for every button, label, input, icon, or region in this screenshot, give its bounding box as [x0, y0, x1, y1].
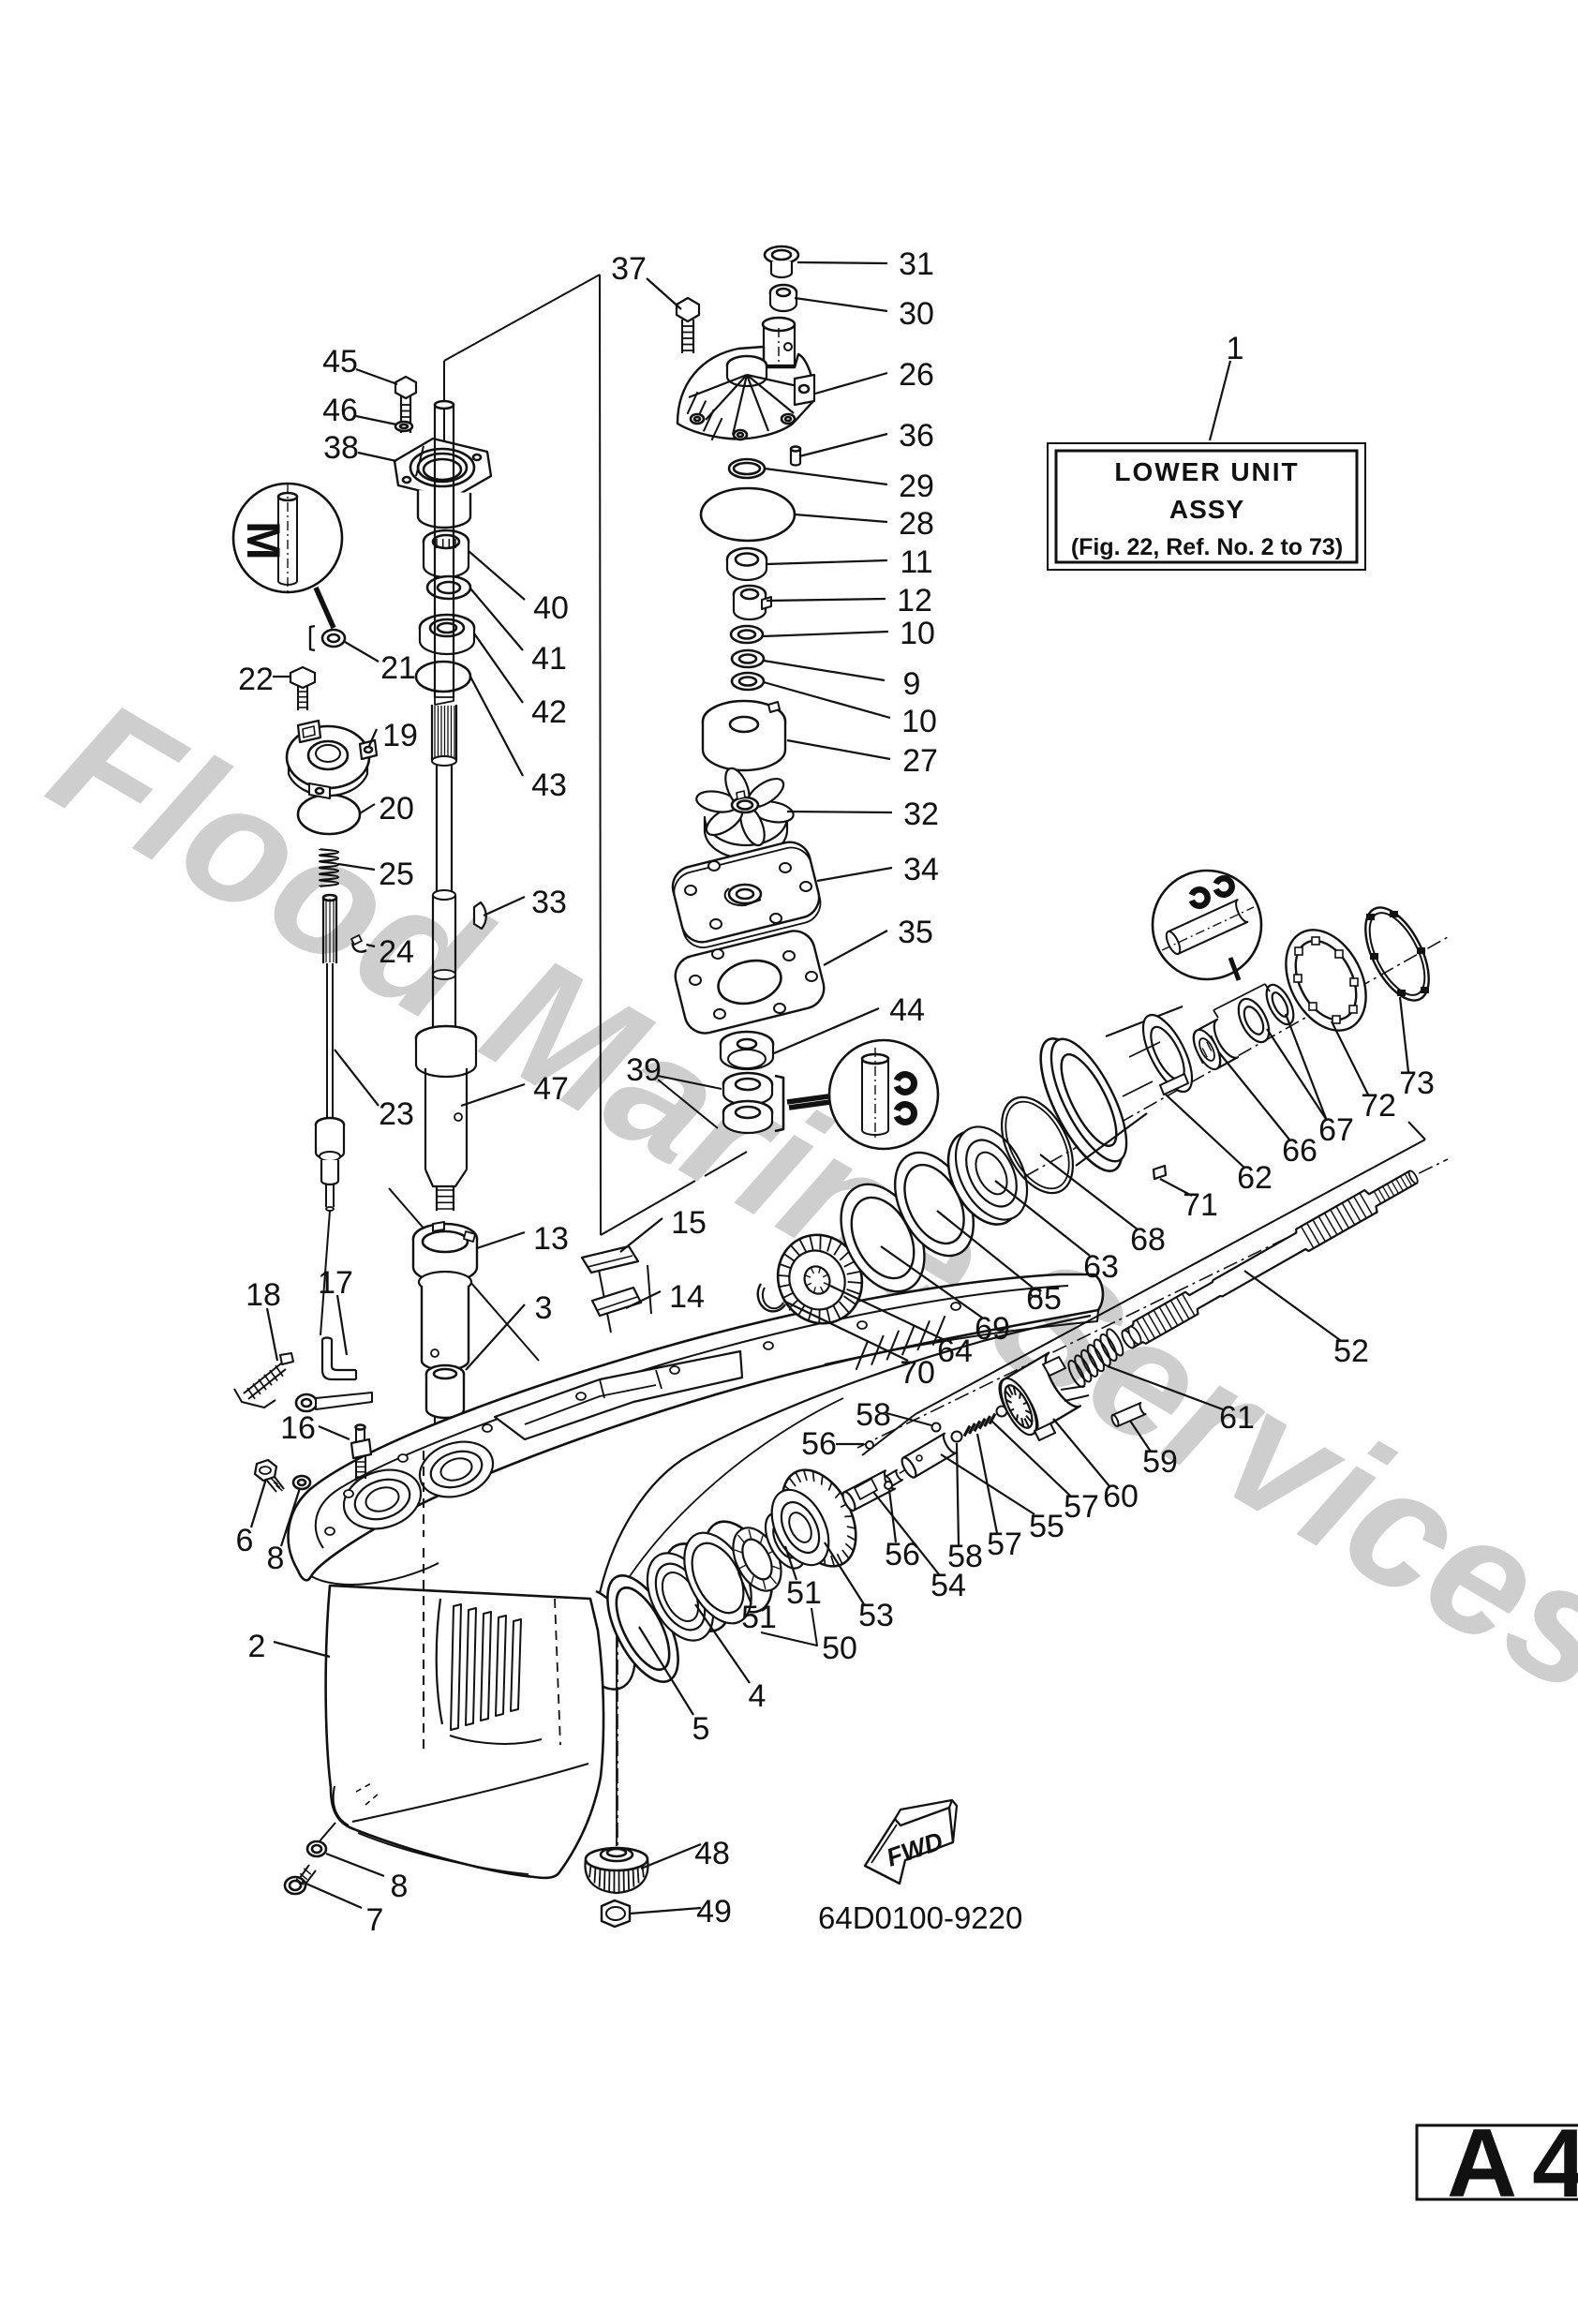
svg-text:54: 54: [930, 1568, 966, 1603]
svg-text:46: 46: [322, 393, 358, 428]
svg-text:32: 32: [903, 797, 939, 832]
svg-text:LOWER UNIT: LOWER UNIT: [1114, 457, 1299, 486]
svg-text:67: 67: [1318, 1112, 1354, 1148]
svg-text:20: 20: [379, 791, 414, 827]
svg-text:11: 11: [900, 544, 932, 580]
svg-text:61: 61: [1219, 1400, 1255, 1436]
svg-text:51: 51: [786, 1575, 822, 1611]
svg-text:66: 66: [1282, 1133, 1317, 1169]
svg-text:50: 50: [822, 1631, 857, 1666]
svg-text:4: 4: [749, 1678, 767, 1714]
svg-text:73: 73: [1399, 1065, 1435, 1101]
svg-text:58: 58: [856, 1397, 891, 1433]
svg-text:36: 36: [899, 418, 934, 454]
svg-text:30: 30: [899, 296, 934, 332]
svg-text:14: 14: [669, 1279, 705, 1315]
svg-text:19: 19: [382, 718, 418, 753]
svg-text:9: 9: [903, 666, 921, 702]
svg-text:45: 45: [322, 344, 358, 380]
svg-text:59: 59: [1142, 1444, 1178, 1480]
svg-text:37: 37: [611, 251, 647, 287]
svg-text:22: 22: [238, 662, 274, 697]
svg-text:65: 65: [1026, 1281, 1062, 1317]
svg-text:71: 71: [1183, 1187, 1218, 1223]
svg-text:23: 23: [379, 1096, 414, 1132]
svg-text:64: 64: [937, 1333, 973, 1369]
svg-text:42: 42: [531, 694, 567, 730]
svg-text:3: 3: [535, 1290, 553, 1326]
svg-text:49: 49: [696, 1894, 732, 1929]
svg-text:56: 56: [801, 1426, 837, 1462]
svg-text:16: 16: [280, 1410, 316, 1446]
svg-text:1: 1: [1227, 331, 1244, 366]
svg-text:27: 27: [902, 743, 938, 779]
svg-text:M: M: [237, 521, 290, 560]
svg-text:21: 21: [380, 650, 416, 686]
svg-text:31: 31: [899, 246, 934, 282]
svg-text:A4: A4: [1447, 2109, 1578, 2218]
svg-text:33: 33: [531, 885, 567, 920]
svg-text:5: 5: [692, 1711, 710, 1747]
svg-text:70: 70: [900, 1355, 935, 1391]
svg-text:13: 13: [533, 1221, 569, 1257]
svg-text:6: 6: [236, 1523, 254, 1558]
svg-text:48: 48: [694, 1836, 730, 1871]
svg-text:35: 35: [898, 915, 933, 950]
svg-text:52: 52: [1333, 1333, 1369, 1369]
svg-text:55: 55: [1029, 1509, 1064, 1544]
svg-text:38: 38: [323, 430, 359, 466]
svg-text:12: 12: [897, 583, 932, 618]
svg-text:44: 44: [889, 992, 925, 1028]
svg-text:17: 17: [318, 1265, 353, 1301]
svg-text:7: 7: [366, 1902, 384, 1938]
svg-text:68: 68: [1130, 1222, 1166, 1258]
svg-text:58: 58: [947, 1539, 983, 1574]
svg-text:57: 57: [1064, 1489, 1099, 1525]
svg-text:62: 62: [1237, 1160, 1273, 1196]
svg-text:51: 51: [741, 1600, 777, 1635]
svg-text:24: 24: [379, 934, 414, 970]
svg-text:2: 2: [248, 1629, 266, 1664]
svg-text:47: 47: [533, 1071, 569, 1107]
svg-text:10: 10: [901, 704, 937, 739]
svg-text:56: 56: [885, 1537, 920, 1572]
svg-text:64D0100-9220: 64D0100-9220: [818, 1900, 1022, 1935]
svg-text:34: 34: [903, 852, 939, 887]
svg-text:(Fig. 22, Ref. No. 2 to 73): (Fig. 22, Ref. No. 2 to 73): [1071, 534, 1343, 560]
svg-text:18: 18: [246, 1277, 281, 1313]
svg-text:43: 43: [531, 767, 567, 803]
svg-text:41: 41: [531, 641, 567, 677]
svg-text:25: 25: [379, 857, 414, 892]
svg-text:39: 39: [626, 1052, 662, 1088]
svg-text:69: 69: [975, 1311, 1010, 1347]
svg-text:10: 10: [900, 616, 935, 651]
svg-text:ASSY: ASSY: [1169, 495, 1244, 524]
svg-text:8: 8: [391, 1869, 409, 1904]
svg-text:26: 26: [899, 357, 934, 393]
svg-text:53: 53: [858, 1598, 894, 1633]
svg-text:8: 8: [267, 1541, 285, 1576]
svg-text:63: 63: [1083, 1249, 1119, 1285]
svg-text:29: 29: [899, 469, 934, 504]
svg-text:72: 72: [1361, 1088, 1396, 1124]
svg-text:60: 60: [1103, 1479, 1139, 1514]
svg-text:40: 40: [533, 590, 569, 626]
svg-text:57: 57: [987, 1527, 1022, 1562]
svg-text:15: 15: [671, 1205, 707, 1241]
svg-text:28: 28: [899, 506, 934, 542]
